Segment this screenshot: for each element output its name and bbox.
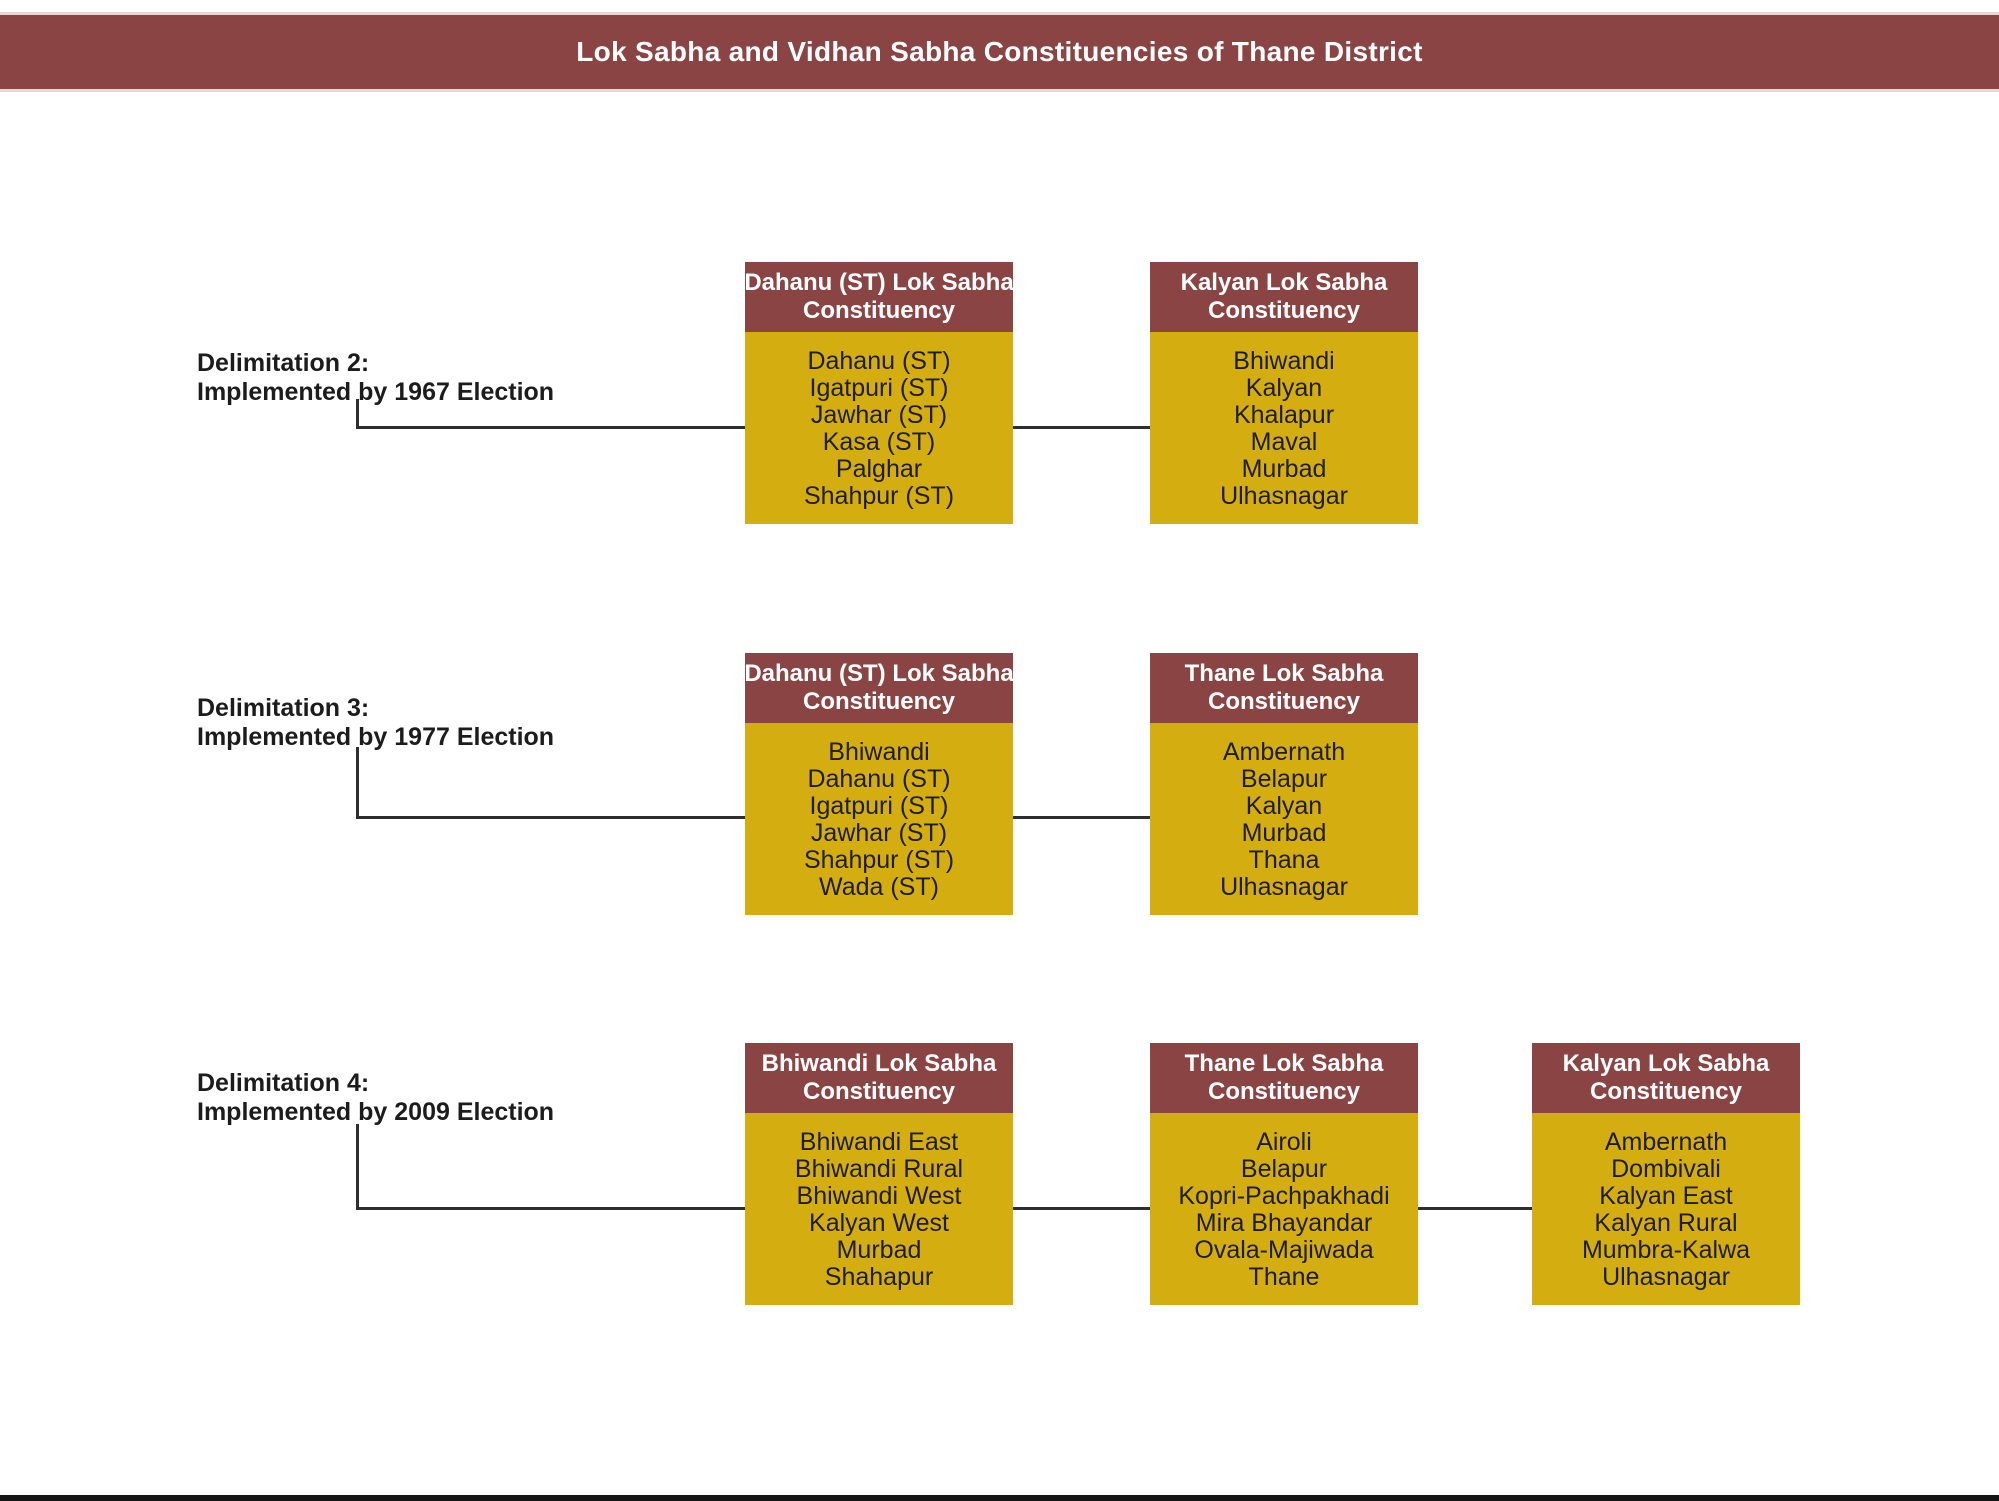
vidhan-sabha-item: Bhiwandi <box>1233 347 1335 375</box>
vidhan-sabha-item: Mira Bhayandar <box>1195 1209 1373 1237</box>
vidhan-sabha-item: Igatpuri (ST) <box>809 792 949 820</box>
vidhan-sabha-item: Mumbra-Kalwa <box>1581 1236 1751 1264</box>
box-header-line1: Dahanu (ST) Lok Sabha <box>744 269 1014 296</box>
delimitation-3-label: Delimitation 3: Implemented by 1977 Elec… <box>197 694 554 752</box>
vidhan-sabha-item: Jawhar (ST) <box>810 401 948 429</box>
vidhan-sabha-item: Wada (ST) <box>819 873 939 901</box>
constituency-box-kalyan-2009: Kalyan Lok Sabha Constituency Ambernath … <box>1532 1043 1800 1305</box>
connector-line <box>356 816 745 819</box>
vidhan-sabha-item: Dahanu (ST) <box>807 347 951 375</box>
vidhan-sabha-item: Khalapur <box>1233 401 1335 429</box>
vidhan-sabha-item: Igatpuri (ST) <box>809 374 949 402</box>
vidhan-sabha-item: Thane <box>1248 1263 1320 1291</box>
connector-line <box>356 1124 359 1210</box>
vidhan-sabha-item: Bhiwandi West <box>796 1182 962 1210</box>
connector-line <box>356 399 359 429</box>
constituency-box-header: Dahanu (ST) Lok Sabha Constituency <box>744 262 1014 332</box>
bottom-border-bar <box>0 1495 1999 1501</box>
constituency-box-body: Bhiwandi Dahanu (ST) Igatpuri (ST) Jawha… <box>745 723 1013 915</box>
constituency-box-header: Kalyan Lok Sabha Constituency <box>1532 1043 1800 1113</box>
vidhan-sabha-item: Ulhasnagar <box>1602 1263 1730 1291</box>
connector-line <box>1013 1207 1150 1210</box>
vidhan-sabha-item: Kalyan West <box>809 1209 949 1237</box>
constituency-box-dahanu-1967: Dahanu (ST) Lok Sabha Constituency Dahan… <box>744 262 1014 524</box>
vidhan-sabha-item: Palghar <box>835 455 923 483</box>
constituency-box-body: Bhiwandi East Bhiwandi Rural Bhiwandi We… <box>745 1113 1013 1305</box>
delimitation-2-label: Delimitation 2: Implemented by 1967 Elec… <box>197 349 554 407</box>
vidhan-sabha-item: Shahapur <box>824 1263 934 1291</box>
vidhan-sabha-item: Kalyan East <box>1599 1182 1733 1210</box>
delimitation-4-label-line1: Delimitation 4: <box>197 1069 370 1097</box>
box-header-line1: Dahanu (ST) Lok Sabha <box>744 660 1014 687</box>
vidhan-sabha-item: Dahanu (ST) <box>807 765 951 793</box>
title-banner: Lok Sabha and Vidhan Sabha Constituencie… <box>0 12 1999 92</box>
constituency-box-header: Bhiwandi Lok Sabha Constituency <box>745 1043 1013 1113</box>
vidhan-sabha-item: Airoli <box>1256 1128 1312 1156</box>
vidhan-sabha-item: Murbad <box>1241 455 1327 483</box>
box-header-line2: Constituency <box>1207 1078 1360 1105</box>
vidhan-sabha-item: Murbad <box>836 1236 922 1264</box>
box-header-line2: Constituency <box>1207 688 1360 715</box>
delimitation-2-label-line1: Delimitation 2: <box>197 349 370 377</box>
vidhan-sabha-item: Belapur <box>1240 765 1328 793</box>
constituency-box-thane-1977: Thane Lok Sabha Constituency Ambernath B… <box>1150 653 1418 915</box>
box-header-line1: Kalyan Lok Sabha <box>1180 269 1388 296</box>
vidhan-sabha-item: Ambernath <box>1604 1128 1728 1156</box>
constituency-box-header: Kalyan Lok Sabha Constituency <box>1150 262 1418 332</box>
constituency-box-body: Dahanu (ST) Igatpuri (ST) Jawhar (ST) Ka… <box>745 332 1013 524</box>
constituency-box-header: Thane Lok Sabha Constituency <box>1150 1043 1418 1113</box>
box-header-line2: Constituency <box>802 297 955 324</box>
constituency-box-body: Ambernath Dombivali Kalyan East Kalyan R… <box>1532 1113 1800 1305</box>
constituency-box-body: Ambernath Belapur Kalyan Murbad Thana Ul… <box>1150 723 1418 915</box>
vidhan-sabha-item: Kalyan <box>1245 792 1323 820</box>
vidhan-sabha-item: Ulhasnagar <box>1220 873 1348 901</box>
constituency-box-bhiwandi-2009: Bhiwandi Lok Sabha Constituency Bhiwandi… <box>745 1043 1013 1305</box>
vidhan-sabha-item: Kalyan Rural <box>1594 1209 1738 1237</box>
box-header-line2: Constituency <box>1207 297 1360 324</box>
vidhan-sabha-item: Murbad <box>1241 819 1327 847</box>
constituency-box-kalyan-1967: Kalyan Lok Sabha Constituency Bhiwandi K… <box>1150 262 1418 524</box>
delimitation-4-label: Delimitation 4: Implemented by 2009 Elec… <box>197 1069 554 1127</box>
constituency-box-body: Airoli Belapur Kopri-Pachpakhadi Mira Bh… <box>1150 1113 1418 1305</box>
vidhan-sabha-item: Bhiwandi <box>828 738 930 766</box>
box-header-line2: Constituency <box>802 1078 955 1105</box>
constituency-box-dahanu-1977: Dahanu (ST) Lok Sabha Constituency Bhiwa… <box>744 653 1014 915</box>
connector-line <box>1013 816 1150 819</box>
box-header-line1: Thane Lok Sabha <box>1184 660 1384 687</box>
constituency-box-header: Dahanu (ST) Lok Sabha Constituency <box>744 653 1014 723</box>
vidhan-sabha-item: Kalyan <box>1245 374 1323 402</box>
connector-line <box>1418 1207 1532 1210</box>
delimitation-3-label-line1: Delimitation 3: <box>197 694 370 722</box>
vidhan-sabha-item: Ulhasnagar <box>1220 482 1348 510</box>
vidhan-sabha-item: Bhiwandi East <box>799 1128 959 1156</box>
box-header-line2: Constituency <box>802 688 955 715</box>
box-header-line1: Thane Lok Sabha <box>1184 1050 1384 1077</box>
constituency-box-body: Bhiwandi Kalyan Khalapur Maval Murbad Ul… <box>1150 332 1418 524</box>
vidhan-sabha-item: Kopri-Pachpakhadi <box>1178 1182 1390 1210</box>
box-header-line2: Constituency <box>1589 1078 1742 1105</box>
page-title: Lok Sabha and Vidhan Sabha Constituencie… <box>576 36 1423 67</box>
connector-line <box>356 1207 745 1210</box>
vidhan-sabha-item: Thana <box>1248 846 1320 874</box>
vidhan-sabha-item: Kasa (ST) <box>822 428 936 456</box>
connector-line <box>356 747 359 819</box>
vidhan-sabha-item: Dombivali <box>1611 1155 1721 1183</box>
connector-line <box>356 426 745 429</box>
box-header-line1: Kalyan Lok Sabha <box>1562 1050 1770 1077</box>
constituency-box-header: Thane Lok Sabha Constituency <box>1150 653 1418 723</box>
vidhan-sabha-item: Bhiwandi Rural <box>794 1155 964 1183</box>
vidhan-sabha-item: Maval <box>1250 428 1318 456</box>
vidhan-sabha-item: Shahpur (ST) <box>803 846 955 874</box>
vidhan-sabha-item: Ambernath <box>1222 738 1346 766</box>
delimitation-2-label-line2: Implemented by 1967 Election <box>197 378 555 406</box>
vidhan-sabha-item: Jawhar (ST) <box>810 819 948 847</box>
vidhan-sabha-item: Shahpur (ST) <box>803 482 955 510</box>
box-header-line1: Bhiwandi Lok Sabha <box>761 1050 997 1077</box>
constituency-box-thane-2009: Thane Lok Sabha Constituency Airoli Bela… <box>1150 1043 1418 1305</box>
delimitation-3-label-line2: Implemented by 1977 Election <box>197 723 555 751</box>
delimitation-4-label-line2: Implemented by 2009 Election <box>197 1098 555 1126</box>
connector-line <box>1013 426 1150 429</box>
vidhan-sabha-item: Ovala-Majiwada <box>1194 1236 1374 1264</box>
vidhan-sabha-item: Belapur <box>1240 1155 1328 1183</box>
